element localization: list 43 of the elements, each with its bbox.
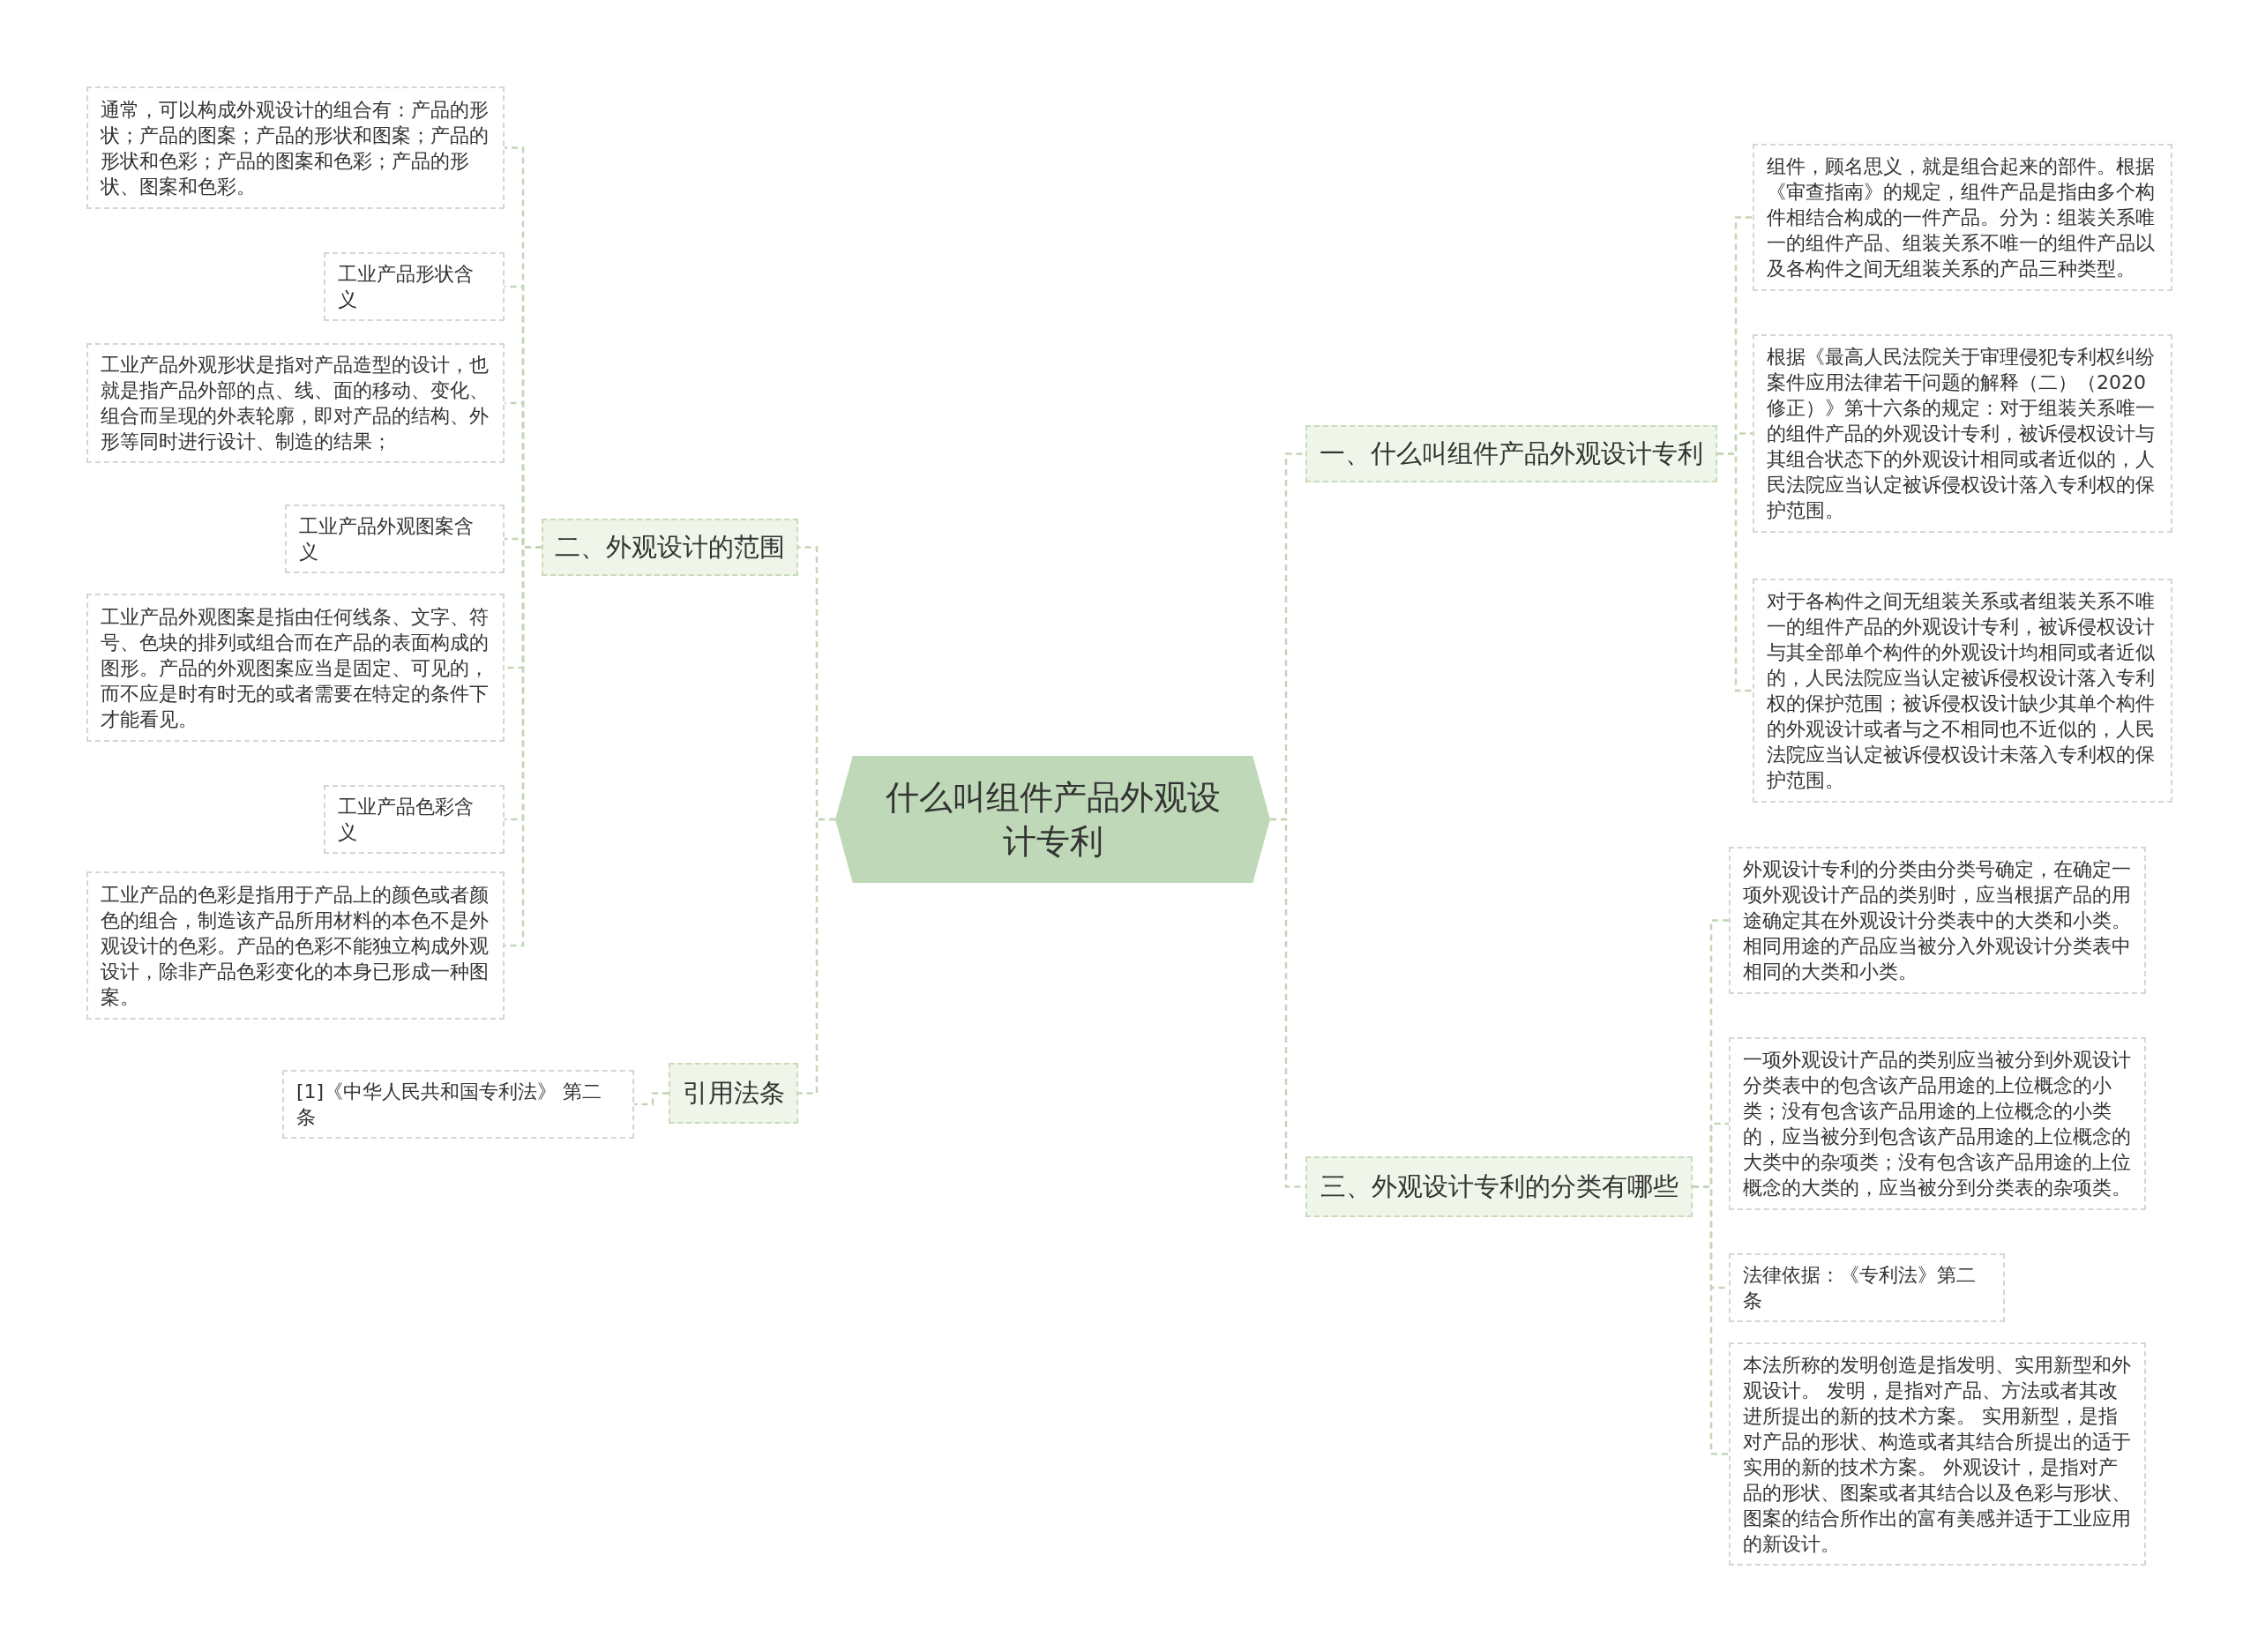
- note-box: [86, 871, 505, 1020]
- note-text: 外观设计专利的分类由分类号确定，在确定一项外观设计产品的类别时，应当根据产品的用途确定其在外观设计分类表中的大类和小类。相同用途的产品应当被分入外观设计分类表中相同的大类和小类。: [1743, 857, 2132, 984]
- note-text: 工业产品外观图案是指由任何线条、文字、符号、色块的排列或组合而在产品的表面构成的图形。产品的外观图案应当是固定、可见的，而不应是时有时无的或者需要在特定的条件下才能看见。: [101, 604, 490, 732]
- note-box: [1729, 847, 2146, 994]
- note-box: [1753, 334, 2172, 533]
- connector-line: [798, 818, 835, 1095]
- note-text: [1]《中华人民共和国专利法》 第二条: [296, 1080, 603, 1130]
- note-text: 工业产品色彩含义: [338, 795, 475, 845]
- note-text: 根据《最高人民法院关于审理侵犯专利权纠纷案件应用法律若干问题的解释（二）（2020修正）》第十六条的规定：对于组装关系唯一的组件产品的外观设计专利，被诉侵权设计与其组合状态下的外观设计相同或者近似的，人民法院应当认定被诉侵权设计落入专利权的保护范围。: [1767, 345, 2156, 523]
- note-text: 对于各构件之间无组装关系或者组装关系不唯一的组件产品的外观设计专利，被诉侵权设计与其全部单个构件的外观设计均相同或者近似的，人民法院应当认定被诉侵权设计落入专利权的保护范围；被诉侵权设计缺少其单个构件的外观设计或者与之不相同也不近似的，人民法院应当认定被诉侵权设计未落入专利权的保护范围。: [1767, 589, 2156, 793]
- note-text: 组件，顾名思义，就是组合起来的部件。根据《审查指南》的规定，组件产品是指由多个构件相结合构成的一件产品。分为：组装关系唯一的组件产品、组装关系不唯一的组件产品以及各构件之间无组装关系的产品三种类型。: [1767, 154, 2156, 281]
- topic-title: 什么叫组件产品外观设计专利: [884, 777, 1222, 863]
- note-box: [86, 343, 505, 463]
- note-text: 一项外观设计产品的类别应当被分到外观设计分类表中的包含该产品用途的上位概念的小类；没有包含该产品用途的上位概念的小类的，应当被分到包含该产品用途的上位概念的大类中的杂项类；没有包含该产品用途的上位概念的大类的，应当被分到分类表的杂项类。: [1743, 1048, 2132, 1200]
- note-text: 工业产品外观形状是指对产品造型的设计，也就是指产品外部的点、线、面的移动、变化、组合而呈现的外表轮廓，即对产品的结构、外形等同时进行设计、制造的结果；: [101, 353, 490, 454]
- note-box: [1753, 144, 2172, 291]
- note-box: [1729, 1037, 2146, 1210]
- connector-line: [634, 1092, 669, 1106]
- branch-topic-box: [542, 519, 798, 576]
- note-text: 通常，可以构成外观设计的组合有：产品的形状；产品的图案；产品的形状和图案；产品的形状和色彩；产品的图案和色彩；产品的形状、图案和色彩。: [101, 97, 490, 199]
- branch-title: 二、外观设计的范围: [555, 530, 785, 564]
- note-text: 工业产品外观图案含义: [299, 514, 475, 564]
- note-text: 工业产品形状含义: [338, 262, 475, 312]
- branch-title: 一、什么叫组件产品外观设计专利: [1320, 437, 1703, 470]
- note-text: 工业产品的色彩是指用于产品上的颜色或者颜色的组合，制造该产品所用材料的本色不是外观设计的色彩。产品的色彩不能独立构成外观设计，除非产品色彩变化的本身已形成一种图案。: [101, 882, 490, 1010]
- branch-title: 三、外观设计专利的分类有哪些: [1320, 1170, 1679, 1203]
- connector-line: [1717, 452, 1753, 692]
- note-box: [324, 252, 505, 321]
- note-text: 本法所称的发明创造是指发明、实用新型和外观设计。 发明，是指对产品、方法或者其改进所提出的新的技术方案。 实用新型，是指对产品的形状、构造或者其结合所提出的适于实用的新的技术方案。 外观设计，是指对产品的形状、图案或者其结合以及色彩与形状、图案的结合所作出的富有美感并适于工业应用的新设计。: [1743, 1352, 2132, 1557]
- branch-topic-box: [1305, 1156, 1693, 1217]
- note-text: 法律依据：《专利法》第二条: [1743, 1263, 1977, 1313]
- note-box: [324, 785, 505, 854]
- central-topic-hexagon: [835, 756, 1270, 883]
- branch-topic-box: [669, 1063, 798, 1124]
- note-box: [86, 594, 505, 742]
- note-box: [282, 1070, 634, 1139]
- note-box: [285, 505, 505, 573]
- branch-topic-box: [1305, 425, 1717, 482]
- branch-title: 引用法条: [682, 1076, 785, 1110]
- note-box: [1729, 1253, 2005, 1322]
- note-box: [1753, 579, 2172, 803]
- note-box: [86, 86, 505, 209]
- connector-line: [1693, 1185, 1729, 1455]
